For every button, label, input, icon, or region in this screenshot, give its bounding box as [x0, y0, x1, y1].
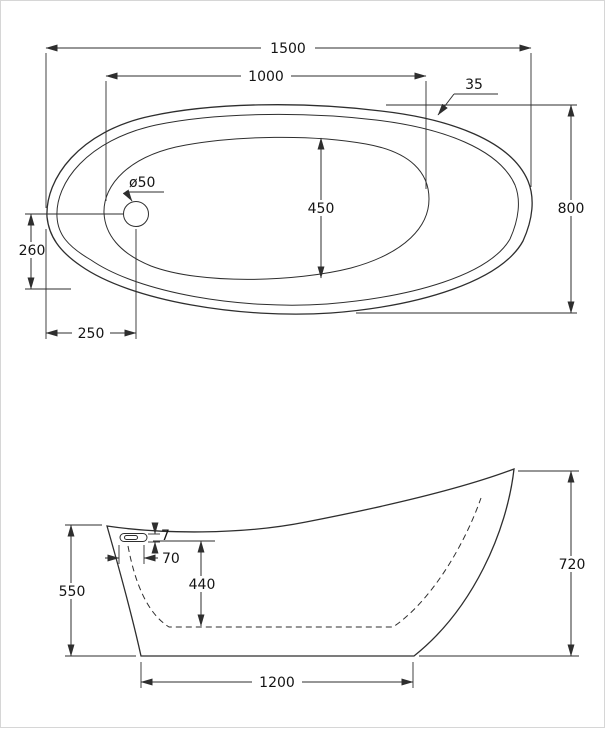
- dim-overflow-offset-label: 70: [162, 551, 180, 567]
- dim-overflow-thickness: 7: [148, 522, 170, 554]
- dim-inner-basin-width: 450: [302, 137, 340, 279]
- tub-inner-profile-dashed: [127, 497, 482, 628]
- dim-overall-width-label: 800: [558, 201, 585, 217]
- dim-drain-offset-horizontal: 250: [45, 229, 137, 342]
- dim-overall-width: 800: [356, 104, 591, 314]
- dim-drain-diameter-label: ø50: [129, 175, 155, 191]
- tub-basin-outline: [103, 136, 430, 280]
- dim-overflow-thickness-label: 7: [161, 528, 170, 544]
- dim-back-height: 720: [419, 470, 592, 657]
- overflow-slot: [119, 533, 148, 542]
- drain-circle: [123, 201, 149, 227]
- dim-overall-length: 1500: [45, 40, 532, 208]
- dim-inner-basin-width-label: 450: [308, 201, 335, 217]
- dim-overall-length-label: 1500: [270, 41, 306, 57]
- dim-drain-offset-vertical-label: 260: [19, 243, 46, 259]
- dim-inner-depth: 440: [153, 540, 221, 627]
- dim-inner-length: 1000: [105, 68, 427, 201]
- dim-drain-offset-vertical: 260: [13, 213, 123, 290]
- dim-overflow-offset: 70: [105, 545, 180, 567]
- tub-rim-inner-outline: [56, 113, 519, 306]
- dim-back-height-label: 720: [559, 557, 586, 573]
- dim-base-length: 1200: [140, 662, 414, 691]
- side-view: 7 70 440 550: [53, 468, 592, 691]
- top-view: 1500 1000 35 800 450: [13, 40, 591, 342]
- tub-profile-outline: [106, 468, 515, 657]
- dim-base-length-label: 1200: [259, 675, 295, 691]
- dim-rim-thickness-label: 35: [465, 77, 483, 93]
- dim-front-height: 550: [53, 524, 136, 657]
- dim-drain-diameter: ø50: [122, 175, 164, 202]
- overflow-slot-inner: [124, 535, 138, 540]
- dim-inner-depth-label: 440: [189, 577, 216, 593]
- dim-rim-thickness: 35: [437, 77, 498, 116]
- tub-outer-outline: [46, 104, 533, 315]
- dim-inner-length-label: 1000: [248, 69, 284, 85]
- dim-drain-offset-horizontal-label: 250: [78, 326, 105, 342]
- dim-front-height-label: 550: [59, 584, 86, 600]
